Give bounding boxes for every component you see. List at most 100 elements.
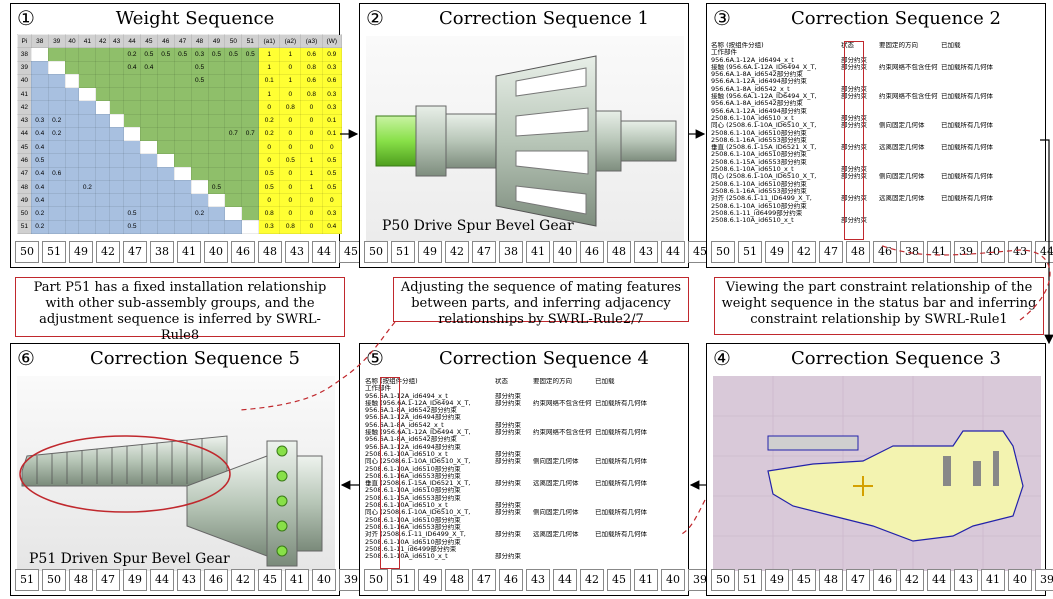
- matrix-cell: [207, 166, 226, 181]
- matrix-cell: 42: [95, 33, 111, 49]
- matrix-cell: [64, 193, 80, 208]
- matrix-cell: [109, 60, 125, 75]
- table-cell: [595, 524, 675, 531]
- matrix-cell: 0.5: [258, 166, 281, 181]
- table-row: 956.6A.1-8A_id6542部分约束: [711, 100, 1043, 107]
- sequence-item: 50: [15, 241, 39, 263]
- table-cell: [533, 473, 595, 480]
- matrix-cell: [78, 206, 97, 221]
- table-cell: 956.6A.1-12A_id6494部分约束: [711, 78, 807, 86]
- table-cell: 部分约束: [841, 217, 867, 225]
- table-cell: 远离固定几何体: [879, 195, 925, 203]
- matrix-cell: 0.5: [123, 219, 141, 235]
- matrix-cell: [123, 113, 141, 128]
- table-row: 956.6A.1-8A_id6542部分约束: [365, 436, 685, 443]
- matrix-cell: [224, 100, 243, 115]
- matrix-cell: 51: [17, 219, 32, 235]
- matrix-cell: 0.2: [47, 113, 66, 128]
- matrix-cell: [139, 100, 158, 115]
- matrix-cell: [241, 60, 260, 75]
- table-cell: 部分约束: [495, 502, 521, 510]
- matrix-cell: 0.5: [321, 179, 343, 195]
- sequence-item: 40: [981, 241, 1005, 263]
- matrix-cell: [123, 193, 141, 208]
- matrix-cell: 0.2: [258, 126, 281, 142]
- matrix-cell: [95, 179, 111, 195]
- table-cell: 2508.6.1-15A_id6553部分约束: [365, 494, 461, 502]
- matrix-cell: 0: [279, 60, 302, 75]
- table-row: 名称 (按组件分组)状态要固定的方向已加载: [365, 378, 685, 385]
- matrix-cell: 0.8: [279, 219, 302, 235]
- matrix-cell: [47, 47, 66, 62]
- table-row: 同心 (2508.6.1-10A_ID6510_X_T,部分约束侧向固定几何体已…: [711, 173, 1043, 180]
- sequence-item: 46: [231, 241, 255, 263]
- table-cell: 已加载: [941, 42, 961, 49]
- table-cell: [941, 57, 1021, 64]
- panel-correction-sequence-2: ③ Correction Sequence 2 名称 (按组件分组)状态要固定的…: [706, 3, 1053, 268]
- table-cell: 部分约束: [495, 450, 521, 458]
- table-cell: [533, 407, 595, 414]
- matrix-cell: [109, 179, 125, 195]
- matrix-cell: 0.8: [300, 87, 323, 102]
- matrix-cell: [241, 113, 260, 128]
- correction-sequence-5-list: 5150484749444346424541403938: [15, 569, 390, 591]
- table-cell: 部分约束: [495, 399, 521, 407]
- table-cell: 侧向固定几何体: [533, 458, 579, 466]
- table-cell: [879, 151, 941, 158]
- matrix-cell: 0.5: [173, 47, 192, 62]
- matrix-cell: [139, 179, 158, 195]
- matrix-cell: [123, 87, 141, 102]
- matrix-cell: [173, 166, 192, 181]
- matrix-cell: [207, 153, 226, 168]
- matrix-cell: (a3): [300, 33, 323, 49]
- table-cell: 部分约束: [841, 166, 867, 174]
- name-column-highlight: [380, 377, 400, 569]
- table-cell: 2508.6.1-10A_id6510部分约束: [711, 151, 807, 159]
- matrix-cell: [207, 206, 226, 221]
- table-row: 垂直 (2508.6.1-15A_ID6521_X_T,部分约束远离固定几何体已…: [365, 480, 685, 487]
- matrix-cell: 0.7: [241, 126, 260, 142]
- sequence-item: 41: [177, 241, 201, 263]
- sequence-item: 47: [819, 241, 843, 263]
- matrix-cell: 40: [64, 33, 80, 49]
- sequence-item: 47: [96, 569, 120, 591]
- sequence-item: 43: [285, 241, 309, 263]
- table-cell: 956.6A.1-8A_id6542部分约束: [365, 407, 457, 415]
- table-cell: [495, 466, 533, 473]
- matrix-cell: 0.2: [258, 113, 281, 128]
- table-cell: 部分约束: [841, 122, 867, 130]
- matrix-cell: 0: [279, 179, 302, 195]
- table-cell: [495, 473, 533, 480]
- table-cell: 状态: [495, 378, 508, 385]
- matrix-cell: 0.5: [207, 179, 226, 195]
- matrix-cell: 0: [279, 113, 302, 128]
- sequence-item: 48: [846, 241, 870, 263]
- matrix-cell: [173, 113, 192, 128]
- table-cell: [941, 151, 1021, 158]
- gear-caption: P51 Driven Spur Bevel Gear: [29, 551, 230, 567]
- matrix-cell: 45: [17, 140, 32, 155]
- table-cell: 已加载所有几何体: [595, 458, 647, 466]
- matrix-cell: 1: [279, 73, 302, 89]
- matrix-cell: [64, 87, 80, 102]
- table-cell: 已加载所有几何体: [941, 122, 993, 130]
- matrix-cell: 47: [17, 166, 32, 181]
- sequence-item: 51: [738, 241, 762, 263]
- matrix-cell: [47, 100, 66, 115]
- sequence-item: 45: [258, 569, 282, 591]
- matrix-cell: [156, 126, 175, 142]
- table-cell: 同心 (2508.6.1-10A_ID6510_X_T,: [365, 458, 471, 466]
- matrix-cell: [173, 206, 192, 221]
- matrix-cell: [109, 140, 125, 155]
- matrix-cell: [47, 87, 66, 102]
- panel-correction-sequence-5: ⑥ Correction Sequence 5 P51 Driven Spur …: [10, 343, 390, 596]
- matrix-cell: 1: [258, 87, 281, 102]
- matrix-cell: [190, 179, 209, 195]
- table-cell: 部分约束: [841, 144, 867, 152]
- matrix-cell: 0: [279, 126, 302, 142]
